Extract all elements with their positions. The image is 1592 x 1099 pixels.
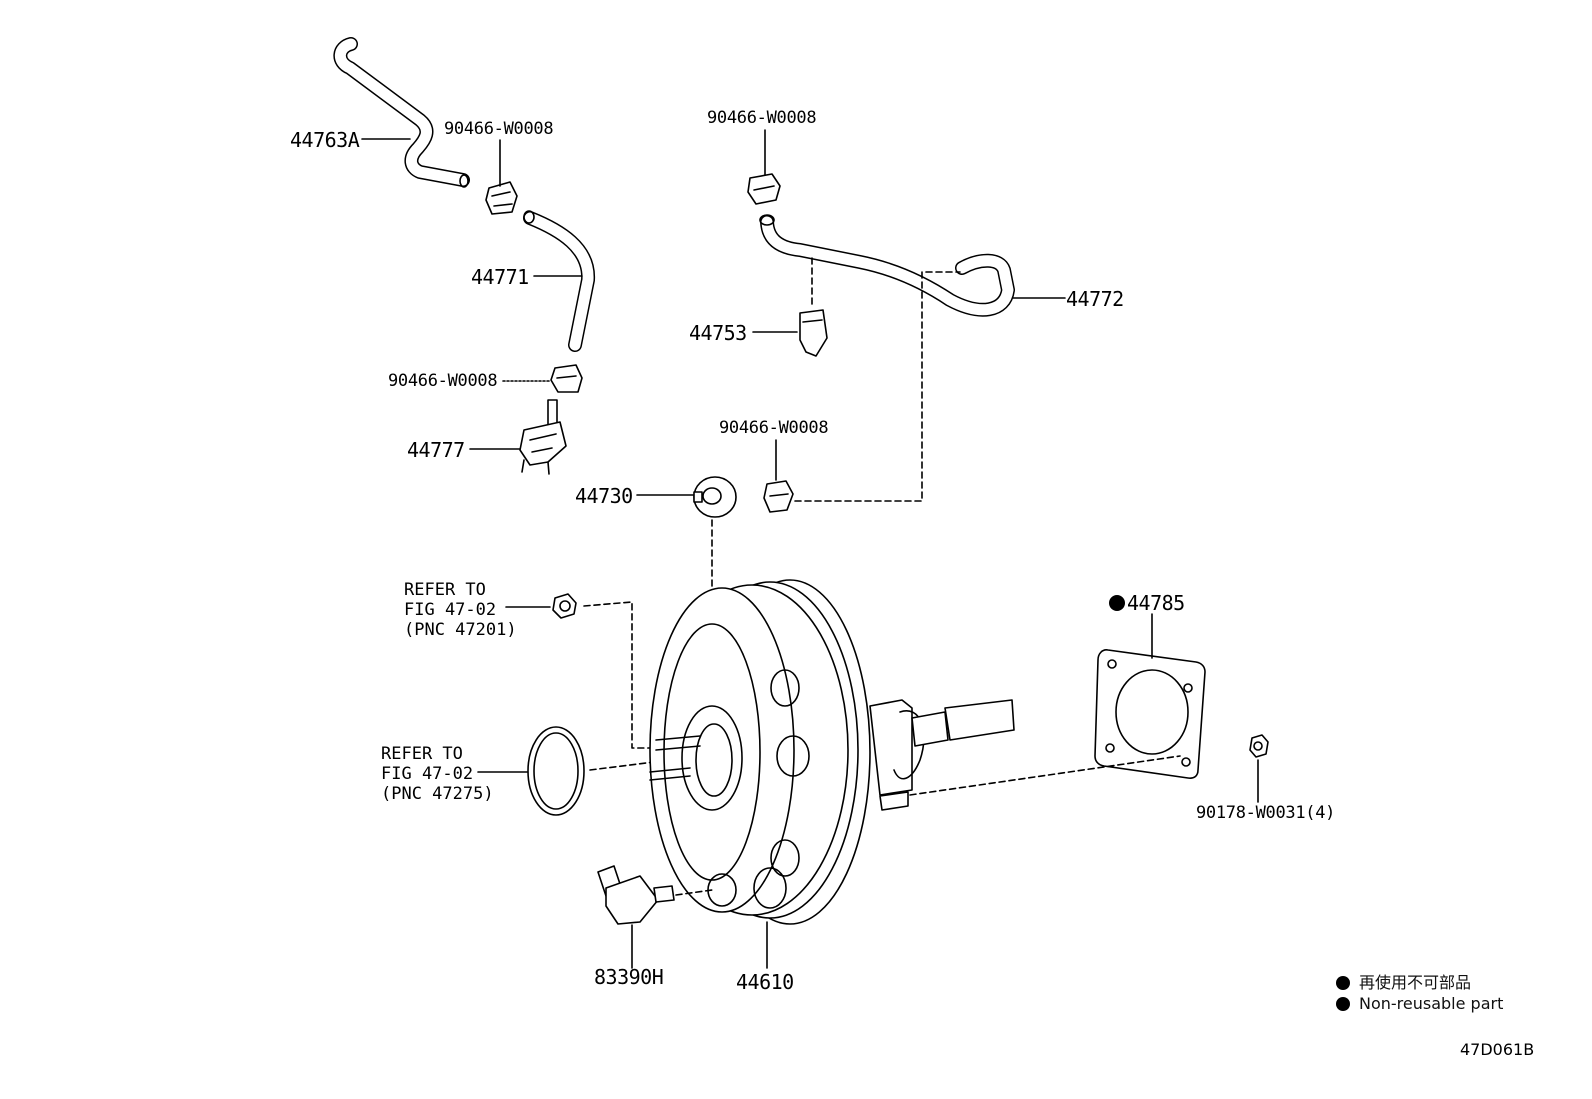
- label-44763a[interactable]: 44763A: [290, 128, 360, 152]
- nut-90178: [1249, 734, 1269, 758]
- gasket-44785: [1094, 649, 1206, 779]
- refer-line-1: REFER TO: [404, 580, 486, 600]
- dashed-ref-47201: [583, 601, 681, 749]
- label-44777[interactable]: 44777: [407, 438, 465, 462]
- sensor-83390h: [597, 865, 675, 925]
- brake-booster-44610: [649, 579, 1015, 925]
- dashed-ref-47275: [589, 759, 671, 771]
- refer-note-47275[interactable]: REFER TO FIG 47-02 (PNC 47275): [381, 744, 494, 804]
- refer-line-3: (PNC 47275): [381, 784, 494, 804]
- hose-44772: [759, 214, 1015, 317]
- dashed-83390h: [675, 889, 713, 896]
- hose-44763a: [333, 37, 470, 188]
- oring-ref-47275: [527, 726, 585, 816]
- label-44730[interactable]: 44730: [575, 484, 633, 508]
- clip-44753: [799, 309, 828, 357]
- label-44610[interactable]: 44610: [736, 970, 794, 994]
- clamp-90466-c: [747, 173, 781, 205]
- label-90466-w0008-c[interactable]: 90466-W0008: [707, 108, 817, 128]
- label-44771[interactable]: 44771: [471, 265, 529, 289]
- legend-en: Non-reusable part: [1336, 994, 1503, 1013]
- clamp-90466-d: [763, 480, 794, 513]
- label-90178-w0031[interactable]: 90178-W0031(4): [1196, 803, 1336, 823]
- clamp-90466-a: [485, 181, 518, 215]
- hose-44771: [523, 210, 596, 352]
- refer-line-2: FIG 47-02: [404, 600, 497, 620]
- legend-jp: 再使用不可部品: [1336, 969, 1471, 993]
- non-reusable-marker: [1109, 595, 1125, 611]
- nut-ref-47201: [552, 593, 577, 619]
- label-90466-w0008-a[interactable]: 90466-W0008: [444, 119, 554, 139]
- legend-dot-icon: [1336, 997, 1350, 1011]
- refer-line-2: FIG 47-02: [381, 764, 474, 784]
- label-83390h[interactable]: 83390H: [594, 965, 664, 989]
- figure-code: 47D061B: [1460, 1040, 1535, 1059]
- dashed-44772: [794, 271, 961, 502]
- refer-line-1: REFER TO: [381, 744, 463, 764]
- clamp-90466-b: [550, 364, 583, 393]
- legend-jp-text: 再使用不可部品: [1359, 973, 1472, 992]
- label-44772[interactable]: 44772: [1066, 287, 1124, 311]
- legend-dot-icon: [1336, 976, 1350, 990]
- refer-line-3: (PNC 47201): [404, 620, 517, 640]
- label-44753[interactable]: 44753: [689, 321, 747, 345]
- label-90466-w0008-d[interactable]: 90466-W0008: [719, 418, 829, 438]
- label-90466-w0008-b[interactable]: 90466-W0008: [388, 371, 498, 391]
- dashed-44785: [909, 755, 1181, 796]
- label-44785[interactable]: 44785: [1127, 591, 1185, 615]
- valve-44777: [519, 399, 567, 475]
- legend-en-text: Non-reusable part: [1359, 994, 1504, 1013]
- grommet-44730: [693, 476, 737, 518]
- refer-note-47201[interactable]: REFER TO FIG 47-02 (PNC 47201): [404, 580, 517, 640]
